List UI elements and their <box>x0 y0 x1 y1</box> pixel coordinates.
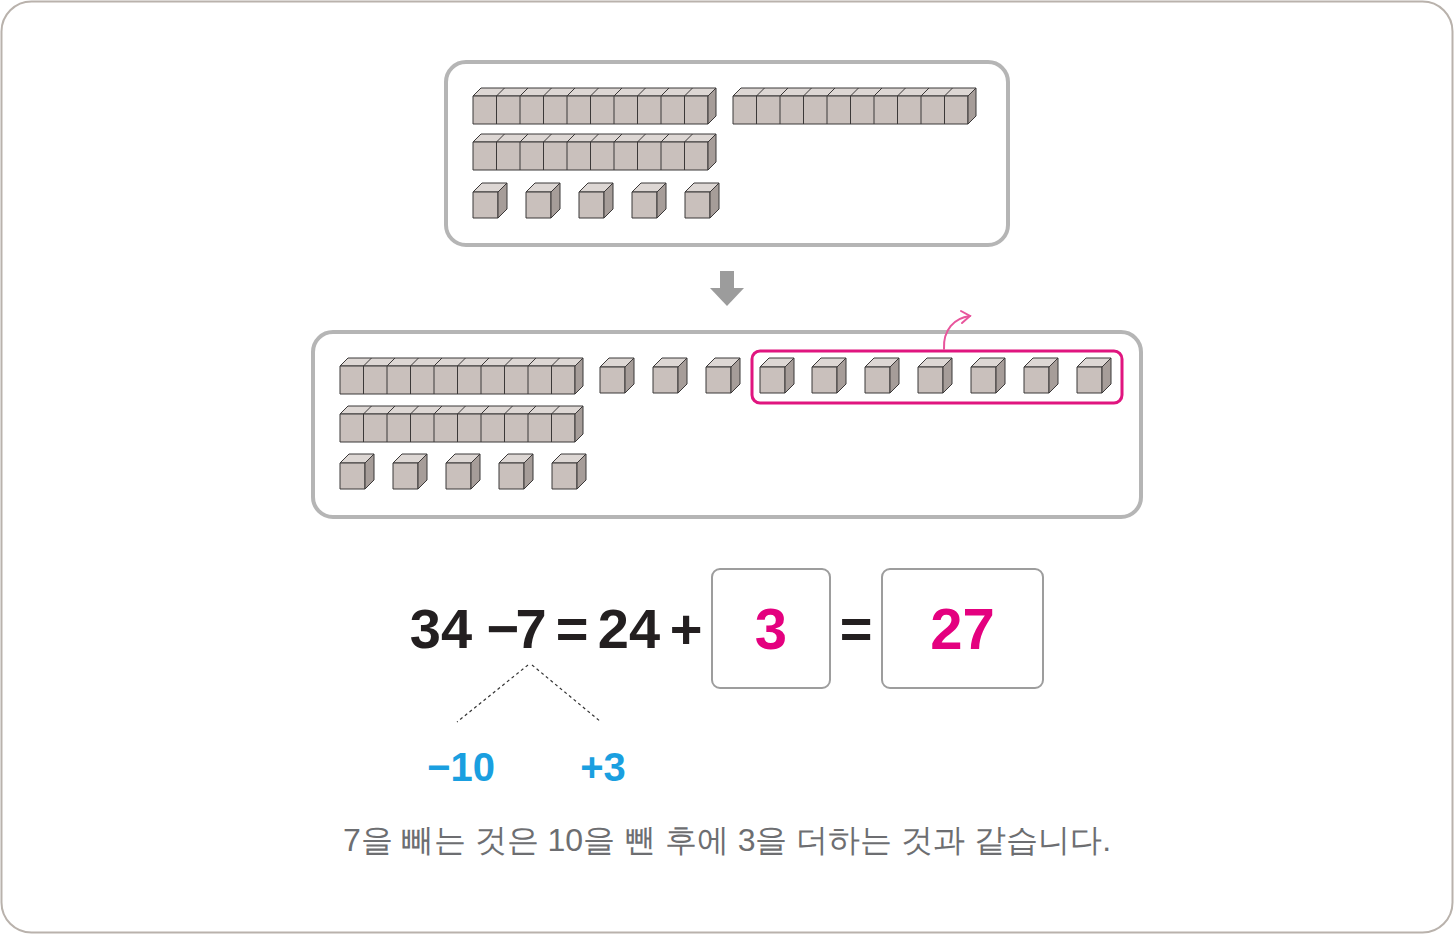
unit-cube <box>552 454 586 489</box>
unit-cube <box>706 358 740 393</box>
unit-cube <box>685 183 719 218</box>
down-arrow <box>710 271 744 306</box>
equation-number: 7 <box>515 601 546 657</box>
caption: 7을 빼는 것은 10을 뺀 후에 3을 더하는 것과 같습니다. <box>343 824 1111 856</box>
unit-cube <box>499 454 533 489</box>
unit-cube <box>918 358 952 393</box>
split-part: +3 <box>580 747 626 787</box>
unit-cube <box>340 454 374 489</box>
ten-rod <box>340 406 583 442</box>
split-part: −10 <box>427 747 495 787</box>
operator: + <box>670 601 703 657</box>
answer-box: 27 <box>881 568 1044 689</box>
blocks-panel <box>313 332 1141 517</box>
equation-number: 34 <box>410 601 472 657</box>
unit-cube <box>1077 358 1111 393</box>
group-outline <box>752 351 1122 403</box>
unit-cube <box>812 358 846 393</box>
answer-text: 27 <box>930 600 995 658</box>
equation-number: 24 <box>598 601 660 657</box>
unit-cube <box>760 358 794 393</box>
operator: = <box>556 601 589 657</box>
answer-text: 3 <box>755 600 787 658</box>
unit-cube <box>600 358 634 393</box>
unit-cube <box>446 454 480 489</box>
blocks-panel <box>446 62 1008 245</box>
operator: = <box>840 601 873 657</box>
unit-cube <box>393 454 427 489</box>
unit-cube <box>865 358 899 393</box>
unit-cube <box>653 358 687 393</box>
split-line <box>457 665 528 722</box>
split-line <box>532 665 601 722</box>
unit-cube <box>632 183 666 218</box>
answer-box: 3 <box>711 568 831 689</box>
unit-cube <box>1024 358 1058 393</box>
operator: − <box>487 601 520 657</box>
unit-cube <box>473 183 507 218</box>
ten-rod <box>733 88 976 124</box>
ten-rod <box>473 88 716 124</box>
take-away-arrow <box>944 311 970 349</box>
ten-rod <box>473 134 716 170</box>
unit-cube <box>579 183 613 218</box>
unit-cube <box>971 358 1005 393</box>
ten-rod <box>340 358 583 394</box>
unit-cube <box>526 183 560 218</box>
